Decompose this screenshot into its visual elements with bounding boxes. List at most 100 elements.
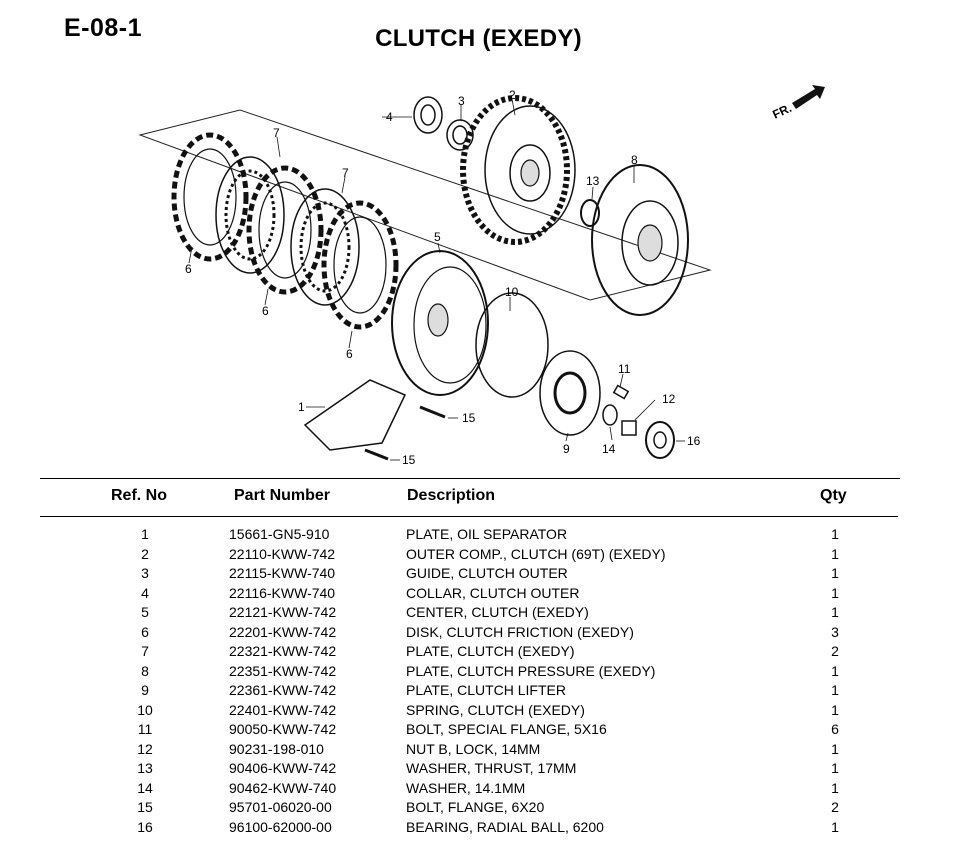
part-number-cell: 96100-62000-00 <box>229 818 332 835</box>
assembly-outline <box>138 109 712 301</box>
part-number-cell: 90462-KWW-740 <box>229 779 337 796</box>
lock-nut <box>621 420 637 436</box>
qty-cell: 1 <box>831 701 839 718</box>
clutch-outer-gear <box>460 95 570 245</box>
description-cell: PLATE, OIL SEPARATOR <box>406 526 568 542</box>
qty-cell: 1 <box>831 682 839 698</box>
callout-7-b: 7 <box>342 166 349 180</box>
ref-no-cell: 8 <box>141 662 149 679</box>
qty-cell: 1 <box>831 545 839 562</box>
friction-disk-6b-inner <box>258 181 312 279</box>
washer-14mm <box>602 404 618 426</box>
ref-no-cell: 12 <box>137 740 153 757</box>
qty-cell: 1 <box>831 779 839 796</box>
callout-15-a: 15 <box>462 411 476 425</box>
lifter-plate-body <box>539 350 601 436</box>
clutch-outer-basket <box>484 105 576 235</box>
pressure-plate-boss <box>621 200 679 286</box>
col-header-qty: Qty <box>820 487 847 504</box>
callout-6-b: 6 <box>262 304 269 318</box>
pressure-plate <box>591 164 689 316</box>
callout-10: 10 <box>505 285 519 299</box>
part-number-cell: 22110-KWW-742 <box>229 545 336 562</box>
qty-cell: 1 <box>831 584 839 601</box>
thrust-washer <box>580 199 600 227</box>
qty-cell: 1 <box>831 818 839 835</box>
clutch-center <box>391 250 489 396</box>
description-cell: BOLT, SPECIAL FLANGE, 5X16 <box>406 721 607 737</box>
qty-cell: 6 <box>831 721 839 737</box>
description-cell: OUTER COMP., CLUTCH (69T) (EXEDY) <box>406 545 666 562</box>
clutch-center-face <box>413 266 487 384</box>
table-row: 14 90462-KWW-740 WASHER, 14.1MM 1 <box>0 780 957 799</box>
guide-clutch-outer <box>446 119 474 151</box>
ref-no-cell: 14 <box>137 779 153 796</box>
ref-no-cell: 7 <box>141 643 149 659</box>
qty-cell: 1 <box>831 604 839 620</box>
callout-13: 13 <box>586 174 600 188</box>
ref-no-cell: 5 <box>141 604 149 620</box>
part-number-cell: 22401-KWW-742 <box>229 701 337 718</box>
description-cell: NUT B, LOCK, 14MM <box>406 740 541 757</box>
clutch-center-spline <box>427 303 449 337</box>
callout-7-a: 7 <box>273 126 280 140</box>
callout-16: 16 <box>687 434 701 448</box>
clutch-plate-7a <box>215 156 285 274</box>
callout-4: 4 <box>386 110 393 124</box>
special-flange-bolt <box>612 384 630 400</box>
front-arrow-icon <box>792 85 825 109</box>
callout-labels: 1 2 3 4 5 6 6 6 7 7 8 9 10 11 12 13 14 1… <box>185 88 701 467</box>
collar-bore <box>420 104 436 126</box>
qty-cell: 1 <box>831 740 839 757</box>
part-number-cell: 90406-KWW-742 <box>229 760 337 776</box>
flange-bolt-b <box>364 448 389 461</box>
friction-disk-6c-inner <box>333 216 387 314</box>
callout-8: 8 <box>631 153 638 167</box>
ref-no-cell: 13 <box>137 760 153 776</box>
lifter-plate-bearing-seat <box>553 371 587 415</box>
description-cell: GUIDE, CLUTCH OUTER <box>406 565 568 581</box>
guide-bore <box>452 125 468 145</box>
ref-no-cell: 1 <box>141 526 149 542</box>
ref-no-cell: 16 <box>137 818 153 835</box>
oil-separator-group <box>303 379 446 461</box>
part-number-cell: 22121-KWW-742 <box>229 604 337 620</box>
qty-cell: 1 <box>831 565 839 581</box>
small-hardware <box>602 384 675 459</box>
description-cell: COLLAR, CLUTCH OUTER <box>406 584 580 601</box>
clutch-outer-bore <box>520 159 540 187</box>
ref-no-cell: 6 <box>141 623 149 640</box>
col-header-ref: Ref. No <box>111 487 167 504</box>
part-number-cell: 22201-KWW-742 <box>229 623 337 640</box>
exploded-parts-diagram: FR. 1 2 3 <box>120 75 840 475</box>
collar-clutch-outer <box>413 96 443 134</box>
description-cell: WASHER, 14.1MM <box>406 779 526 796</box>
callout-5: 5 <box>434 230 441 244</box>
qty-cell: 2 <box>831 643 839 659</box>
lifter-plate <box>539 350 601 436</box>
description-cell: BEARING, RADIAL BALL, 6200 <box>406 818 604 835</box>
front-direction-label: FR. <box>770 101 793 122</box>
callout-12: 12 <box>662 392 676 406</box>
qty-cell: 1 <box>831 526 839 542</box>
friction-disk-6a-inner <box>183 148 237 246</box>
callout-6-a: 6 <box>185 262 192 276</box>
bearing-bore <box>653 431 667 449</box>
ref-no-cell: 3 <box>141 565 149 581</box>
table-header-rule <box>40 516 898 517</box>
description-cell: PLATE, CLUTCH PRESSURE (EXEDY) <box>406 662 656 679</box>
clutch-plate-7b-teeth <box>299 201 351 293</box>
description-cell: PLATE, CLUTCH (EXEDY) <box>406 643 575 659</box>
flange-bolt-a <box>419 405 446 419</box>
part-number-cell: 22361-KWW-742 <box>229 682 337 698</box>
clutch-plate-7b <box>290 188 360 306</box>
front-direction-indicator: FR. <box>770 85 825 122</box>
